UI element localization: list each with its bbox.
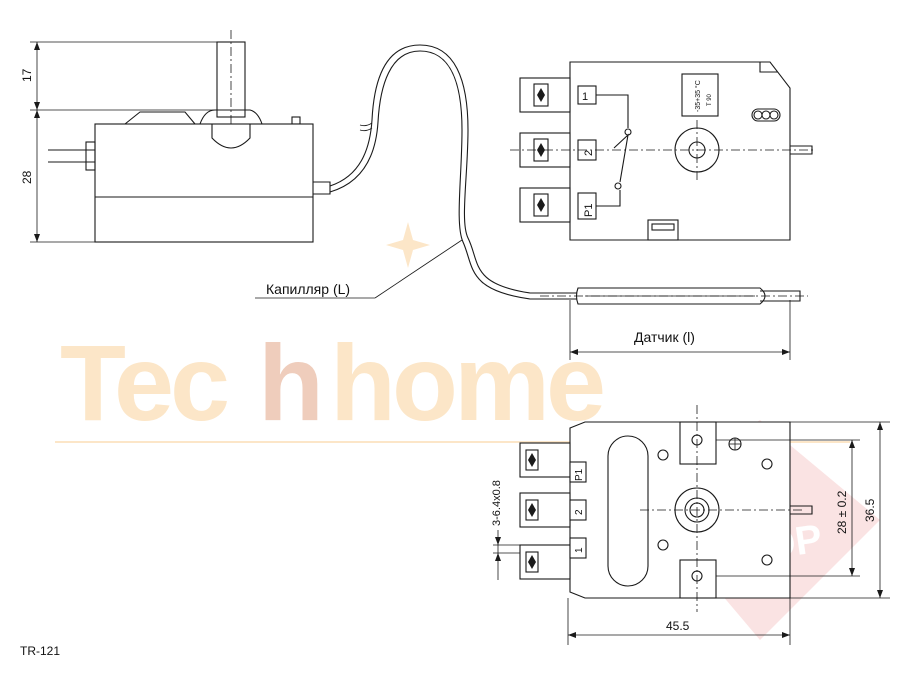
- terminal-p1: P1: [519, 187, 597, 223]
- dim-terminals: 3-6.4x0.8: [491, 480, 503, 526]
- top-terminal-label-p1: P1: [583, 204, 595, 217]
- bottom-terminal-1: 1: [519, 537, 587, 580]
- bottom-terminal-2: 2: [519, 492, 587, 528]
- capillary-label: Капилляр (L): [266, 281, 350, 297]
- dim-height: 36.5: [863, 498, 877, 522]
- capillary-tube: [329, 44, 580, 300]
- bottom-terminals: P1 2 1: [519, 442, 587, 580]
- bottom-terminal-label-1: 1: [574, 547, 585, 553]
- dim-hole: 28 ± 0.2: [835, 490, 849, 534]
- watermark-tec: Tec: [60, 322, 227, 443]
- sensor-bulb: [540, 287, 808, 360]
- dim-body: 28: [20, 170, 34, 184]
- bottom-terminal-label-p1: P1: [574, 468, 585, 481]
- watermark-home: home: [330, 322, 603, 443]
- sensor-label: Датчик (l): [634, 329, 695, 345]
- top-sub-text: T 90: [707, 93, 713, 106]
- model-label: TR-121: [20, 644, 60, 658]
- top-view: 1 2 P1: [510, 61, 815, 241]
- terminal-1: 1: [519, 77, 597, 113]
- watermark-h: h: [258, 322, 324, 443]
- bottom-terminal-p1: P1: [519, 442, 587, 483]
- dim-width: 45.5: [666, 619, 690, 633]
- top-terminal-label-2: 2: [583, 150, 595, 156]
- bottom-terminal-label-2: 2: [574, 509, 585, 515]
- capillary-label-group: Капилляр (L): [255, 239, 463, 299]
- bottom-view: P1 2 1 3-6.4x0.8: [491, 405, 890, 645]
- dim-top: 17: [20, 68, 34, 82]
- side-view: 17 28: [20, 30, 331, 243]
- top-range-text: -35+35 °C: [694, 80, 702, 112]
- top-terminal-label-1: 1: [582, 91, 588, 103]
